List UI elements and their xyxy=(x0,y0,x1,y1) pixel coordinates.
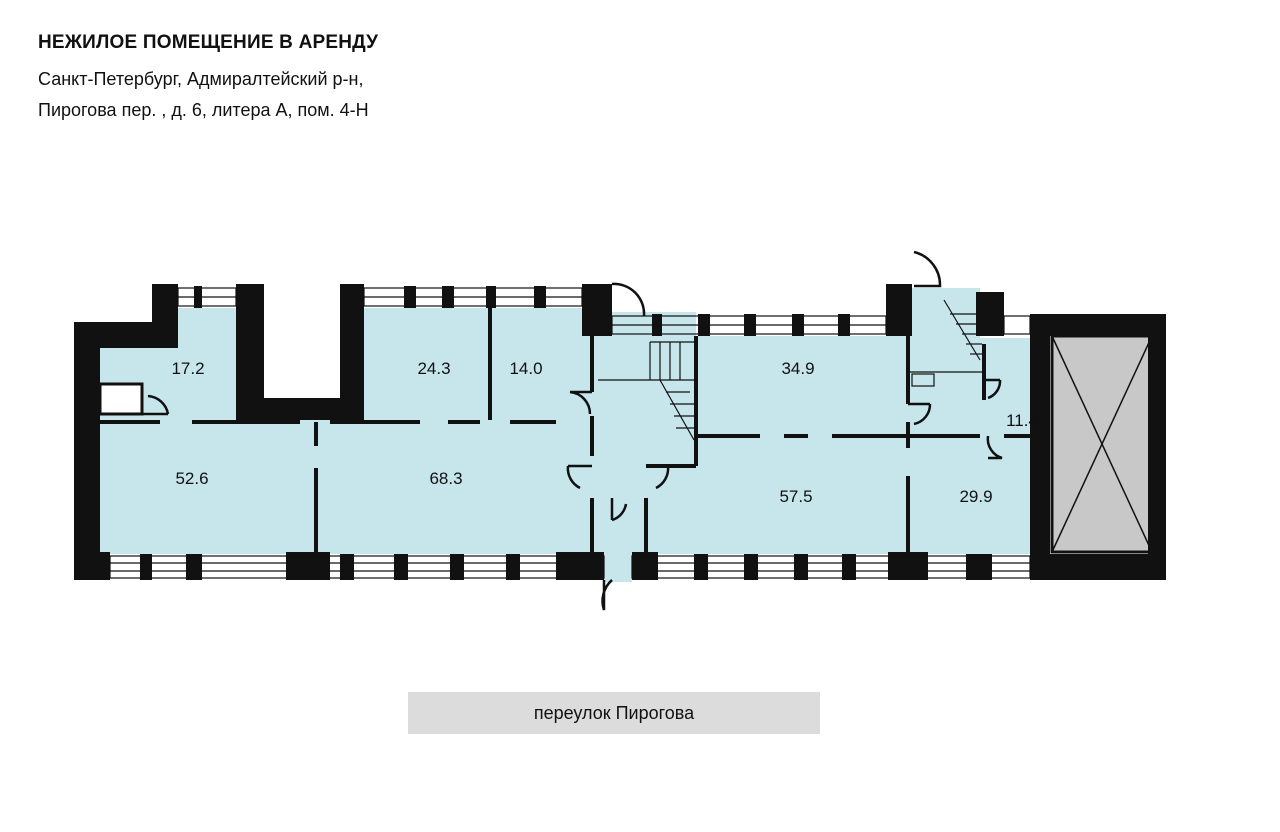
room-fill-h xyxy=(908,436,1048,554)
window-mullions xyxy=(194,286,850,336)
room-area-29-9: 29.9 xyxy=(959,487,992,506)
room-area-24-3: 24.3 xyxy=(417,359,450,378)
header: НЕЖИЛОЕ ПОМЕЩЕНИЕ В АРЕНДУ Санкт-Петербу… xyxy=(38,32,378,126)
room-area-52-6: 52.6 xyxy=(175,469,208,488)
room-area-68-3: 68.3 xyxy=(429,469,462,488)
street-label: переулок Пирогова xyxy=(408,692,820,734)
room-area-11-4: 11.4 xyxy=(1006,411,1038,430)
room-area-34-9: 34.9 xyxy=(781,359,814,378)
room-fill-entrance xyxy=(604,554,632,582)
staircase-main xyxy=(598,341,696,441)
room-area-57-5: 57.5 xyxy=(779,487,812,506)
room-fill-i xyxy=(908,288,980,338)
interior-walls xyxy=(100,308,1030,554)
doors xyxy=(142,250,1003,611)
room-fill-c xyxy=(100,420,592,554)
room-fill-d xyxy=(364,308,592,420)
street-name: переулок Пирогова xyxy=(533,702,695,723)
room-fill-f xyxy=(646,436,908,554)
room-fill-lobby xyxy=(592,466,646,554)
closet xyxy=(98,382,144,416)
room-fill-e xyxy=(696,336,908,436)
room-fills xyxy=(100,288,1048,582)
page-title: НЕЖИЛОЕ ПОМЕЩЕНИЕ В АРЕНДУ xyxy=(38,32,379,53)
staircase-right xyxy=(908,299,984,387)
outer-walls xyxy=(74,284,1166,580)
address-line-2: Пирогова пер. , д. 6, литера А, пом. 4-Н xyxy=(38,100,369,120)
room-area-17-2: 17.2 xyxy=(171,359,204,378)
address-line-1: Санкт-Петербург, Адмиралтейский р-н, xyxy=(38,69,364,89)
light-shaft xyxy=(1050,334,1154,554)
room-area-14-0: 14.0 xyxy=(509,359,542,378)
room-fill-b xyxy=(178,308,238,420)
